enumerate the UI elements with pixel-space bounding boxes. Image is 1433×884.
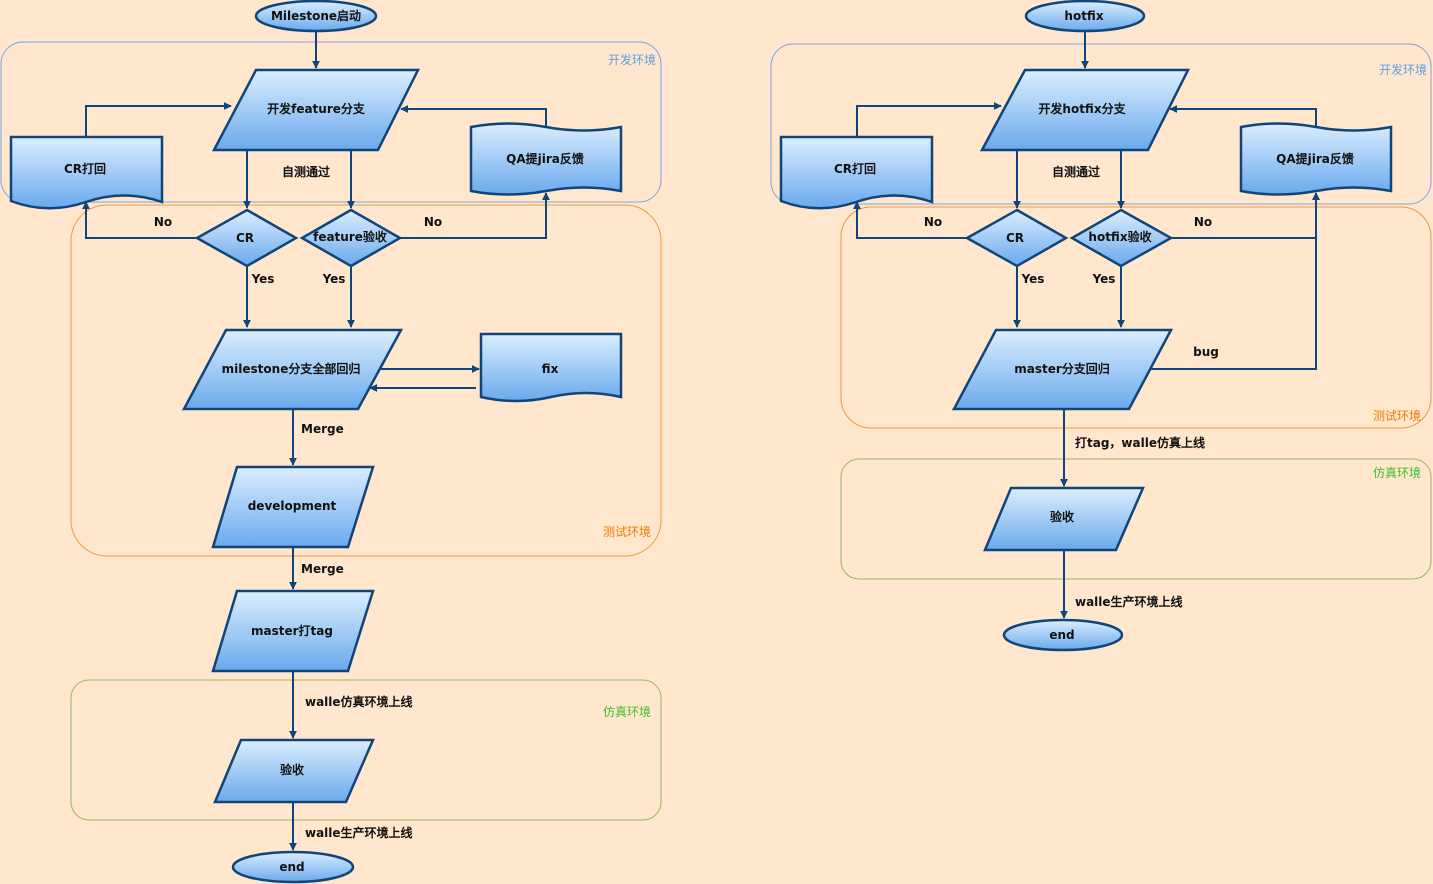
- feature-dev-zone: [0, 41, 662, 203]
- hotfix-qa-feedback-label: QA提jira反馈: [1276, 151, 1354, 166]
- hotfix-cr-reject-label: CR打回: [834, 161, 876, 176]
- hotfix-end-label: end: [1049, 628, 1074, 642]
- edge-label-accept-no: No: [424, 215, 442, 229]
- cr-decision-node[interactable]: CR: [194, 208, 299, 268]
- master-regression-label: master分支回归: [1014, 361, 1110, 376]
- hotfix-cr-reject-node[interactable]: CR打回: [779, 135, 934, 210]
- edge-label-accept-yes: Yes: [322, 272, 346, 286]
- hotfix-edge-label-cr-yes: Yes: [1021, 272, 1045, 286]
- edge-label-cr-no: No: [154, 215, 172, 229]
- hotfix-edge-label-self-test: 自测通过: [1052, 164, 1100, 179]
- hotfix-start-label: hotfix: [1064, 9, 1103, 23]
- hotfix-edge-label-cr-no: No: [924, 215, 942, 229]
- feature-accept-label: feature验收: [313, 229, 387, 244]
- hotfix-dev-zone: [770, 43, 1432, 205]
- edge-qa-to-develop: [400, 105, 547, 127]
- hotfix-edge-label-bug: bug: [1193, 345, 1219, 359]
- hotfix-sim-zone: [840, 458, 1432, 580]
- milestone-regression-node[interactable]: milestone分支全部回归: [181, 328, 404, 411]
- edge-hotfix-accept-no: [1171, 192, 1320, 239]
- feature-dev-zone-label: 开发环境: [608, 52, 656, 67]
- feature-test-zone: [70, 204, 662, 557]
- feature-accept-decision-node[interactable]: feature验收: [299, 208, 403, 268]
- hotfix-sim-zone-label: 仿真环境: [1373, 465, 1421, 480]
- fix-label: fix: [542, 362, 559, 376]
- hotfix-start-node[interactable]: hotfix: [1024, 0, 1146, 33]
- edge-hotfix-crreject-to-develop: [856, 102, 1002, 137]
- hotfix-flow: 开发环境 测试环境 仿真环境 自测通过 No No Yes Yes bug 打t…: [770, 0, 1432, 652]
- hotfix-accept-label: hotfix验收: [1088, 229, 1151, 244]
- hotfix-verify-label: 验收: [1050, 509, 1074, 524]
- feature-flow: 开发环境 测试环境 仿真环境 自测通过 No No Yes Yes Merge …: [0, 0, 662, 884]
- end-node[interactable]: end: [231, 850, 355, 884]
- hotfix-cr-decision-label: CR: [1006, 231, 1024, 245]
- develop-hotfix-label: 开发hotfix分支: [1038, 101, 1126, 116]
- development-label: development: [248, 499, 337, 513]
- hotfix-edge-label-prod-deploy: walle生产环境上线: [1075, 594, 1183, 609]
- hotfix-verify-node[interactable]: 验收: [983, 486, 1145, 552]
- master-tag-label: master打tag: [251, 623, 333, 638]
- hotfix-accept-decision-node[interactable]: hotfix验收: [1069, 208, 1174, 268]
- master-regression-node[interactable]: master分支回归: [951, 328, 1174, 411]
- edge-accept-no: [400, 192, 550, 239]
- hotfix-dev-zone-label: 开发环境: [1379, 62, 1427, 77]
- start-node[interactable]: Milestone启动: [254, 0, 378, 33]
- cr-reject-label: CR打回: [64, 161, 106, 176]
- edge-hotfix-qa-to-develop: [1169, 105, 1317, 127]
- feature-test-zone-label: 测试环境: [603, 524, 651, 539]
- hotfix-edge-label-accept-no: No: [1194, 215, 1212, 229]
- hotfix-test-zone-label: 测试环境: [1373, 408, 1421, 423]
- feature-sim-zone-label: 仿真环境: [603, 704, 651, 719]
- fix-node[interactable]: fix: [479, 332, 623, 403]
- verify-label: 验收: [280, 762, 304, 777]
- cr-reject-node[interactable]: CR打回: [9, 135, 164, 210]
- edge-cr-no: [82, 201, 197, 239]
- development-node[interactable]: development: [211, 465, 375, 549]
- verify-node[interactable]: 验收: [213, 738, 375, 804]
- cr-decision-label: CR: [236, 231, 254, 245]
- edge-label-sim-deploy: walle仿真环境上线: [305, 694, 413, 709]
- edge-label-prod-deploy: walle生产环境上线: [305, 825, 413, 840]
- start-node-label: Milestone启动: [271, 8, 361, 23]
- qa-feedback-label: QA提jira反馈: [506, 151, 584, 166]
- hotfix-edge-label-accept-yes: Yes: [1092, 272, 1116, 286]
- hotfix-cr-decision-node[interactable]: CR: [964, 208, 1069, 268]
- end-label: end: [279, 860, 304, 874]
- edge-crreject-to-develop: [85, 102, 232, 137]
- develop-hotfix-node[interactable]: 开发hotfix分支: [979, 68, 1191, 152]
- edge-label-merge1: Merge: [301, 422, 344, 436]
- develop-feature-label: 开发feature分支: [267, 101, 366, 116]
- hotfix-end-node[interactable]: end: [1002, 618, 1124, 652]
- edge-label-merge2: Merge: [301, 562, 344, 576]
- milestone-regression-label: milestone分支全部回归: [222, 361, 361, 376]
- edge-hotfix-cr-no: [853, 201, 967, 239]
- hotfix-qa-feedback-node[interactable]: QA提jira反馈: [1239, 122, 1393, 196]
- hotfix-edge-label-tag-sim: 打tag，walle仿真上线: [1075, 435, 1205, 450]
- qa-feedback-node[interactable]: QA提jira反馈: [469, 122, 623, 196]
- hotfix-test-zone: [840, 206, 1432, 429]
- master-tag-node[interactable]: master打tag: [211, 589, 375, 673]
- edge-hotfix-bug: [1150, 192, 1320, 370]
- develop-feature-node[interactable]: 开发feature分支: [211, 68, 421, 152]
- edge-label-self-test: 自测通过: [282, 164, 330, 179]
- edge-label-cr-yes: Yes: [251, 272, 275, 286]
- feature-sim-zone: [70, 679, 662, 821]
